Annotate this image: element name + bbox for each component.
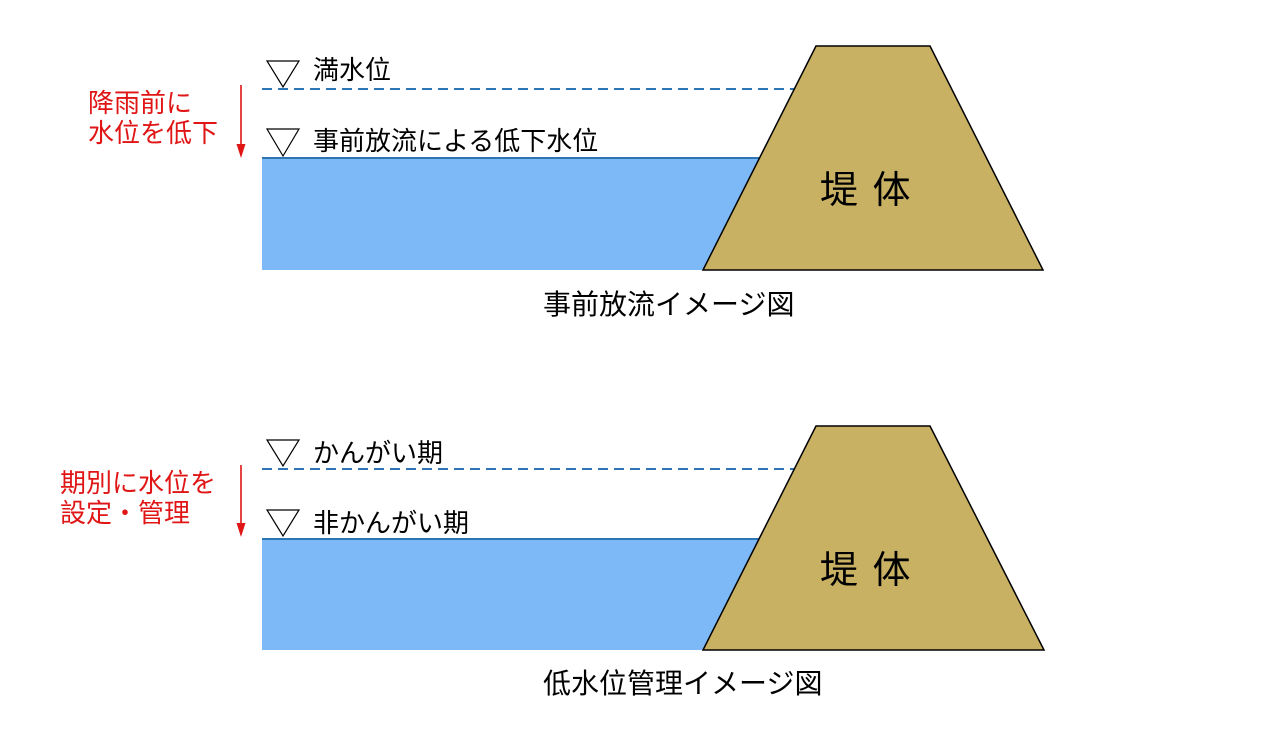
- top-red-annotation: 降雨前に 水位を低下: [88, 88, 218, 148]
- bottom-upper-level-label: かんがい期: [313, 438, 444, 468]
- bottom-red-annotation-line1: 期別に水位を: [60, 468, 217, 498]
- bottom-diagram-caption: 低水位管理イメージ図: [543, 668, 823, 699]
- top-dam-label: 堤 体: [820, 170, 913, 212]
- bottom-dam-label: 堤 体: [820, 550, 913, 592]
- top-lowered-level-marker-icon: [265, 128, 301, 158]
- top-water-body: [262, 157, 770, 270]
- bottom-diagram-shapes: [236, 425, 1046, 651]
- top-red-annotation-line2: 水位を低下: [88, 118, 219, 148]
- top-lowered-level-label: 事前放流による低下水位: [313, 126, 599, 156]
- bottom-water-body: [262, 538, 770, 650]
- top-diagram-caption: 事前放流イメージ図: [543, 289, 795, 320]
- bottom-red-annotation-line2: 設定・管理: [60, 498, 191, 528]
- bottom-dam-body-shape: [701, 425, 1046, 651]
- bottom-upper-level-marker-icon: [265, 439, 301, 468]
- top-diagram-shapes: [236, 45, 1045, 271]
- bottom-lower-level-marker-icon: [265, 509, 301, 538]
- bottom-red-annotation: 期別に水位を 設定・管理: [60, 468, 216, 528]
- top-dam-body-shape: [701, 45, 1045, 271]
- top-down-arrow-icon: [236, 144, 246, 158]
- top-full-level-label: 満水位: [313, 55, 392, 85]
- top-full-level-marker-icon: [265, 60, 301, 89]
- bottom-lower-level-label: 非かんがい期: [313, 508, 470, 538]
- bottom-down-arrow-icon: [236, 523, 246, 537]
- top-red-annotation-line1: 降雨前に: [88, 88, 193, 118]
